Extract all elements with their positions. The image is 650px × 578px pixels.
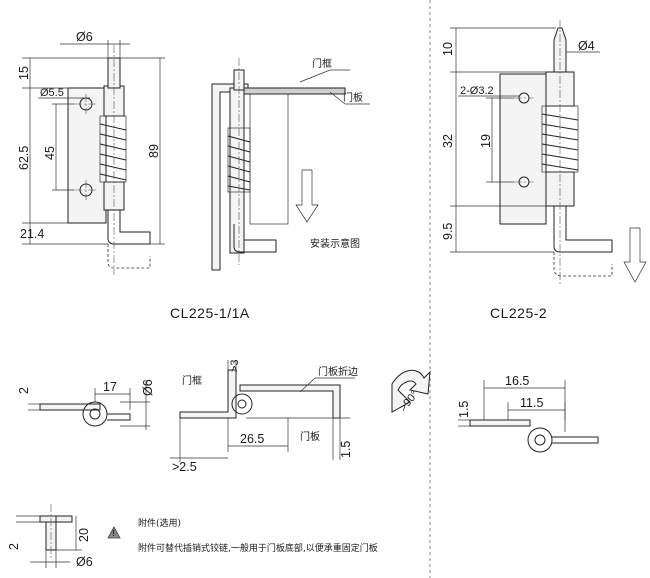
pin-handle — [107, 210, 151, 245]
accessory-note: ! 附件(选用) 附件可替代插销式铰链,一般用于门板底部,以便承重固定门板 — [107, 517, 378, 554]
dim-6-top: Ø6 — [141, 379, 155, 396]
dim-2-top: 2 — [17, 387, 31, 394]
dim-9-5: 9.5 — [441, 223, 455, 240]
warning-icon-mark: ! — [112, 529, 115, 538]
dim-gt3: >3 — [229, 359, 241, 372]
dim-89: 89 — [147, 144, 161, 158]
dim-holes-right: 2-Ø3.2 — [460, 85, 494, 97]
label-door-fold: 门板折边 — [318, 365, 358, 378]
dim-gt2-5: >2.5 — [172, 460, 197, 474]
label-door-top: 门板 — [343, 91, 363, 104]
dim-16-5: 16.5 — [505, 374, 529, 388]
dim-21-4: 21.4 — [20, 227, 44, 241]
dim-17: 17 — [103, 380, 117, 394]
door-fold-section — [239, 384, 341, 419]
dim-26-5: 26.5 — [240, 432, 264, 446]
cl225-1-front-view: Ø6 Ø5.5 15 62.5 45 89 21.4 — [17, 30, 165, 275]
dim-1-5-b: 1.5 — [457, 401, 471, 418]
label-install-diagram: 安装示意图 — [310, 237, 360, 250]
dim-32: 32 — [441, 134, 455, 148]
rotation-arrow-icon — [391, 369, 431, 413]
accessory-view: 2 20 Ø6 — [7, 504, 93, 569]
dim-15: 15 — [17, 66, 31, 80]
dim-20: 20 — [77, 528, 91, 542]
install-section-view: >3 门框 门板折边 26.5 >2.5 门板 1.5 >90° — [170, 359, 431, 474]
warning-icon — [107, 526, 121, 539]
label-frame-bottom: 门框 — [182, 374, 202, 387]
model-label-left: CL225-1/1A — [170, 305, 250, 321]
dim-62-5: 62.5 — [17, 146, 31, 170]
label-door-bottom: 门板 — [300, 430, 320, 443]
dim-11-5: 11.5 — [520, 396, 543, 410]
dim-2-acc: 2 — [7, 543, 21, 550]
dim-10: 10 — [441, 42, 455, 56]
cl225-2-front-view: Ø4 2-Ø3.2 10 32 19 9.5 — [441, 20, 647, 285]
dim-hole-diameter: Ø5.5 — [40, 87, 64, 99]
spring — [99, 123, 127, 181]
cl225-2-top-view: 16.5 11.5 1.5 — [457, 374, 599, 453]
knuckle-top-view-right — [527, 427, 553, 453]
dim-1-5-a: 1.5 — [339, 441, 353, 458]
install-diagram: 门框 门板 安装示意图 — [211, 57, 370, 271]
note-title: 附件(选用) — [138, 517, 181, 529]
dim-19: 19 — [479, 134, 493, 148]
note-text: 附件可替代插销式铰链,一般用于门板底部,以便承重固定门板 — [138, 542, 378, 554]
dim-45: 45 — [43, 146, 57, 160]
door-panel-top — [229, 87, 346, 95]
label-frame-top: 门框 — [312, 57, 332, 70]
dim-6-acc: Ø6 — [76, 555, 93, 569]
down-arrow-icon-right — [623, 227, 647, 283]
dim-pin-diameter-right: Ø4 — [578, 39, 595, 53]
cl225-1-top-view: 2 17 Ø6 — [17, 379, 155, 430]
dim-pin-diameter: Ø6 — [76, 30, 93, 44]
hinge-plate-right — [499, 73, 547, 225]
down-arrow-icon — [295, 169, 319, 223]
model-label-right: CL225-2 — [490, 305, 547, 321]
door-frame — [211, 83, 249, 271]
